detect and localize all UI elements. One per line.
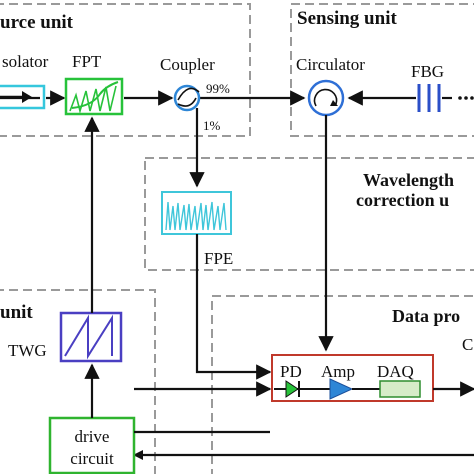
isolator: solator xyxy=(0,52,49,110)
fpe-label: FPE xyxy=(204,249,233,268)
twg-label: TWG xyxy=(8,341,47,360)
source-unit-frame xyxy=(0,3,251,137)
fpt: FPT xyxy=(64,52,124,116)
fbg-label: FBG xyxy=(411,62,444,81)
source-unit-title: urce unit xyxy=(0,12,74,33)
pd-label: PD xyxy=(280,362,302,381)
daq: DAQ xyxy=(377,362,421,398)
fpt-box xyxy=(64,77,124,116)
data-processing-title: Data pro xyxy=(392,306,460,326)
fpt-label: FPT xyxy=(72,52,102,71)
sensing-unit-frame xyxy=(290,3,474,137)
control-unit-title: unit xyxy=(0,302,33,323)
coupler: Coupler 99% 1% xyxy=(160,55,230,133)
coupler-circle xyxy=(173,84,201,112)
fpe-to-pd-line xyxy=(195,234,272,380)
drive-circuit: drive circuit xyxy=(48,416,136,474)
amp: Amp xyxy=(310,362,380,400)
data-processing-box xyxy=(271,354,434,402)
drive-label-line1: drive xyxy=(75,427,110,446)
computer-label-clipped: C xyxy=(462,335,473,354)
circulator-label: Circulator xyxy=(296,55,365,74)
pd: PD xyxy=(274,362,310,398)
wavelength-title-line2: correction u xyxy=(356,190,449,210)
coupler-1-label: 1% xyxy=(203,118,221,133)
fbg: FBG xyxy=(411,62,474,112)
isolator-label: solator xyxy=(2,52,49,71)
control-unit-frame xyxy=(0,289,156,474)
amp-label: Amp xyxy=(321,362,355,381)
circulator: Circulator xyxy=(296,55,365,117)
isolator-box xyxy=(0,84,46,110)
twg: TWG xyxy=(8,311,123,363)
sensing-unit-title: Sensing unit xyxy=(297,8,397,29)
coupler-label: Coupler xyxy=(160,55,215,74)
coupler-99-label: 99% xyxy=(206,81,230,96)
data-processing-frame xyxy=(211,295,474,474)
wavelength-title-line1: Wavelength xyxy=(363,170,454,190)
daq-box xyxy=(379,380,421,398)
daq-label: DAQ xyxy=(377,362,414,381)
drive-label-line2: circuit xyxy=(70,449,114,468)
